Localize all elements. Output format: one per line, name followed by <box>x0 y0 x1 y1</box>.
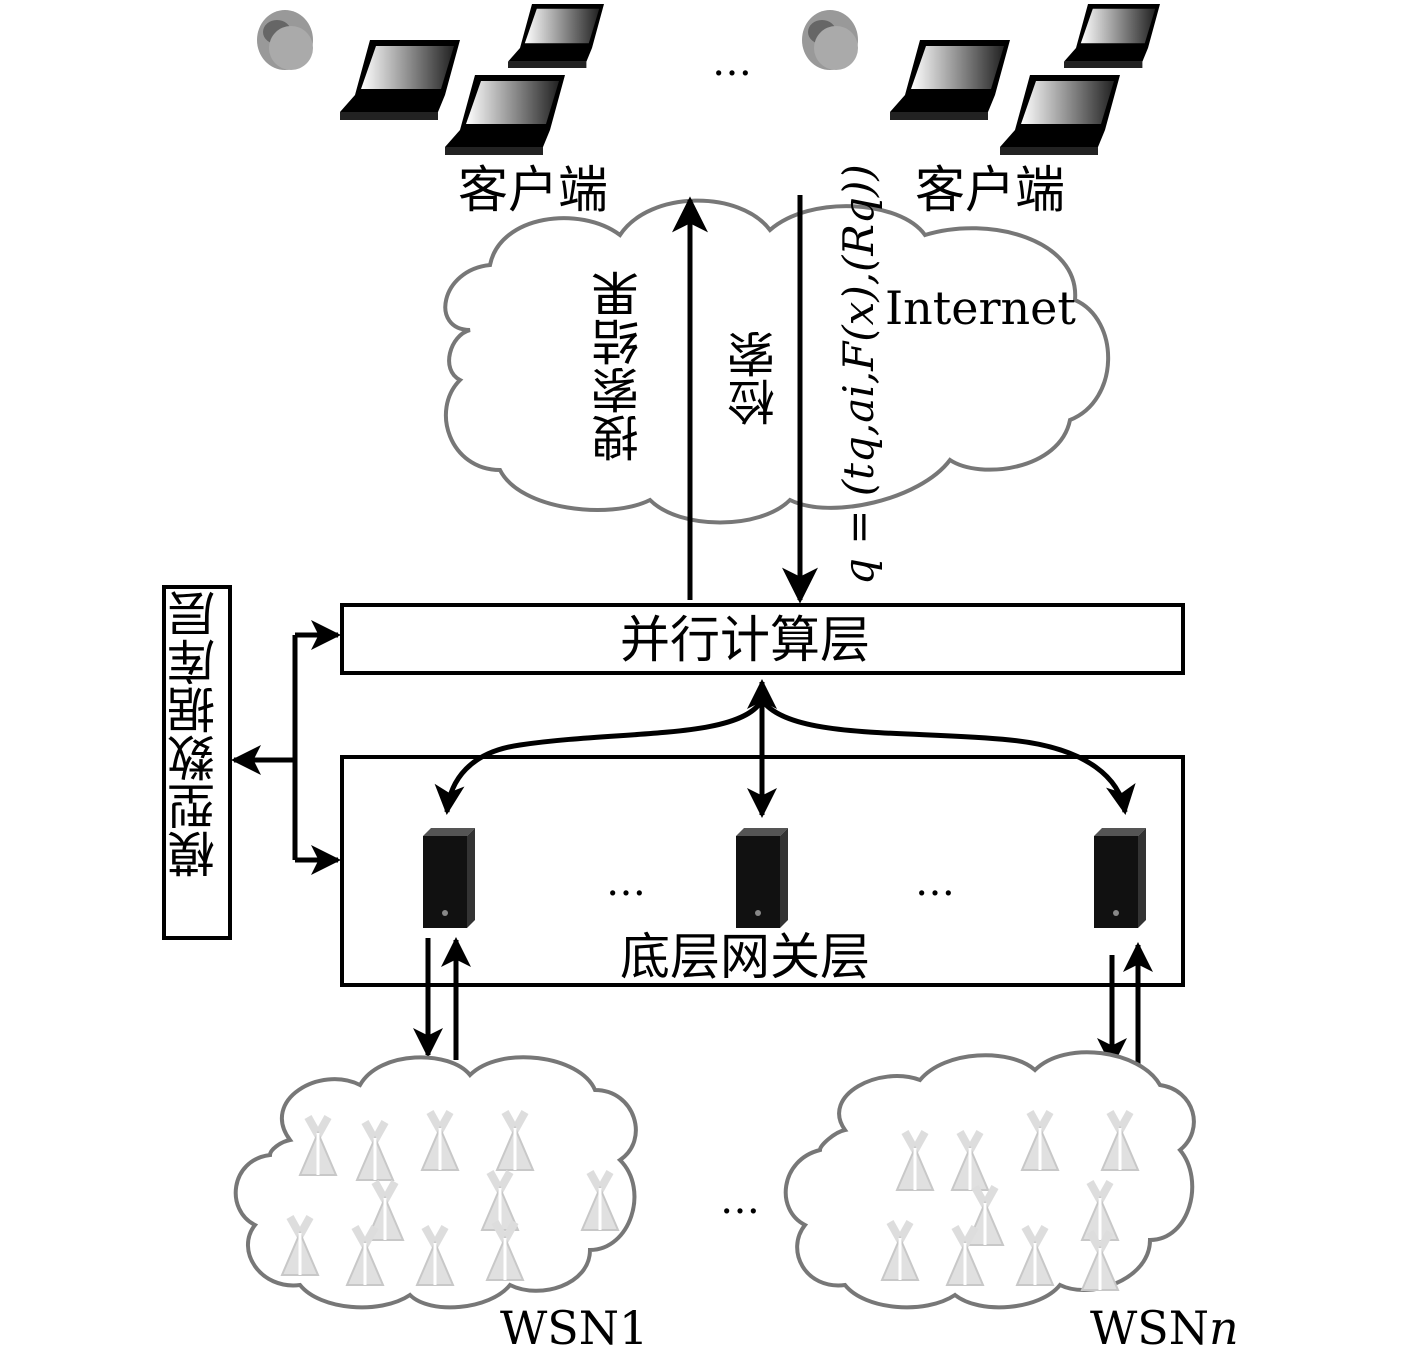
client-label-right: 客户端 <box>915 161 1065 219</box>
wsn1-link <box>413 937 471 1060</box>
search-result-label: 搜索结果 <box>592 270 648 462</box>
wsnn-label-suffix: n <box>1209 1301 1239 1355</box>
laptop-icon <box>508 4 604 68</box>
laptop-icon <box>890 40 1010 120</box>
client-ellipsis: … <box>712 39 754 85</box>
model-db-layer <box>162 585 232 940</box>
user-icon <box>802 10 858 70</box>
wsnn-label: WSNn <box>1090 1305 1239 1351</box>
gateway-ellipsis-2: … <box>915 859 957 905</box>
wsnn-label-prefix: WSN <box>1090 1301 1210 1355</box>
gateway-ellipsis-1: … <box>606 859 648 905</box>
wsn-ellipsis: … <box>720 1177 762 1223</box>
wsnn-cloud <box>783 1050 1196 1310</box>
laptop-icon <box>445 75 565 155</box>
wsnn-link <box>1097 942 1153 1070</box>
query-label: 检索 <box>728 330 784 426</box>
laptop-icon <box>340 40 460 120</box>
internet-label: Internet <box>885 281 1076 335</box>
laptop-icon <box>1000 75 1120 155</box>
query-formula: q = (tq,ai,F(x),(Rq)) <box>834 164 883 585</box>
wsn1-label: WSN1 <box>500 1301 649 1355</box>
parallel-compute-layer <box>340 603 1185 675</box>
gateway-label: 底层网关层 <box>620 928 870 986</box>
client-group-left <box>257 4 604 155</box>
client-label-left: 客户端 <box>458 161 608 219</box>
parallel-compute-label: 并行计算层 <box>620 611 870 669</box>
gateway-layer <box>340 755 1185 987</box>
wsn1-cloud <box>233 1055 638 1310</box>
model-db-connectors <box>231 620 341 875</box>
user-icon <box>257 10 313 70</box>
client-group-right <box>802 4 1160 155</box>
model-db-label: 模型数据库层 <box>168 590 224 878</box>
laptop-icon <box>1064 4 1160 68</box>
internet-cloud <box>443 198 1111 525</box>
